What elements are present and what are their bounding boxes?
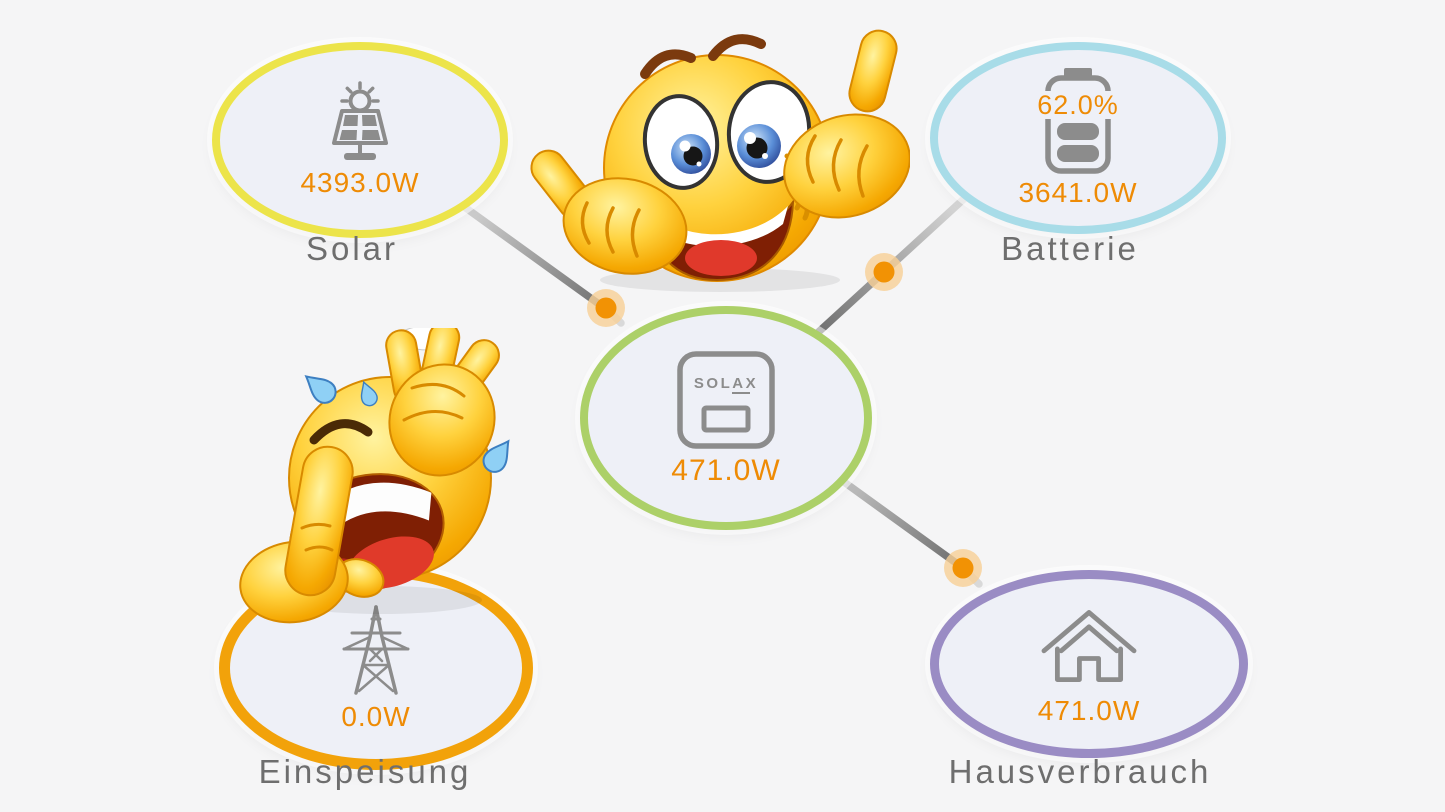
solar-panel-icon: [332, 81, 388, 160]
right-thumb-up-hand: [783, 29, 910, 219]
battery-node[interactable]: 62.0% 3641.0W: [930, 42, 1226, 234]
line-solar-inverter: [448, 194, 614, 316]
battery-label: Batterie: [1001, 230, 1139, 267]
battery-power-value: 3641.0W: [1018, 177, 1138, 208]
home-consumption-node[interactable]: 471.0W: [930, 570, 1248, 758]
battery-soc-value: 62.0%: [1033, 91, 1123, 119]
inverter-node[interactable]: SOLAX 471.0W: [580, 306, 872, 530]
solar-power-value: 4393.0W: [300, 167, 420, 198]
pointing-hand: [239, 445, 385, 624]
hand-on-head: [385, 328, 500, 477]
battery-icon-wrap: 62.0%: [1033, 67, 1123, 175]
inverter-power-value: 471.0W: [671, 454, 781, 487]
grid-export-label: Einspeisung: [258, 753, 472, 790]
grid-export-power-value: 0.0W: [341, 701, 411, 732]
thumbs-up-emoji: [530, 29, 910, 292]
solar-node[interactable]: 4393.0W: [212, 42, 508, 238]
left-thumb-up-hand: [530, 149, 688, 275]
house-icon: [1041, 610, 1137, 682]
tear-drops: [304, 374, 510, 473]
home-power-value: 471.0W: [1037, 695, 1141, 726]
power-pylon-icon: [342, 605, 410, 695]
inverter-icon: SOLAX: [677, 351, 775, 449]
laughing-pointing-emoji: [239, 328, 510, 624]
solar-label: Solar: [305, 230, 399, 267]
battery-icon: [1045, 68, 1111, 174]
home-consumption-label: Hausverbrauch: [948, 753, 1212, 790]
inverter-brand-text: SOLAX: [694, 375, 758, 392]
